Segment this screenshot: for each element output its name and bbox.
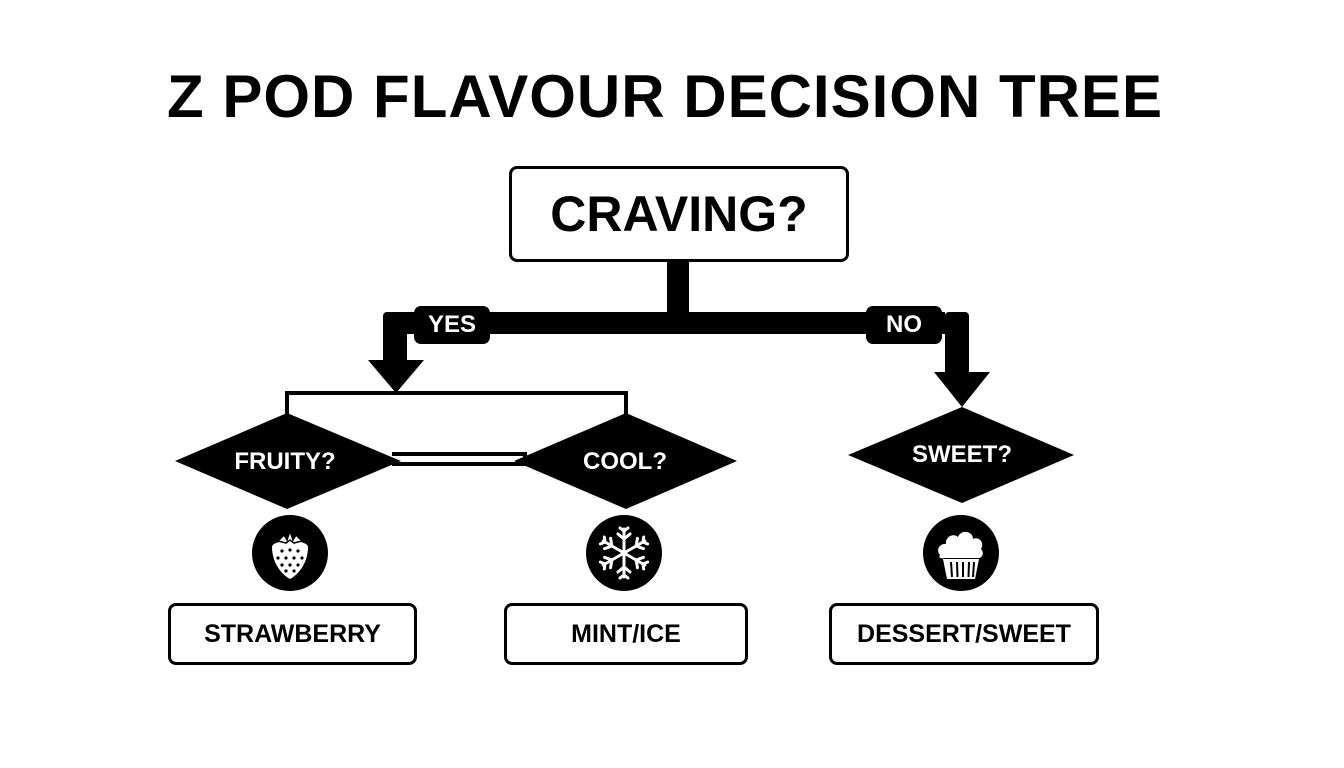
mint-ice-outcome-box: MINT/ICE [504, 603, 748, 665]
sweet-decision-diamond [848, 407, 1074, 503]
no-arrow-shaft [945, 312, 969, 376]
snowflake-icon [586, 515, 662, 591]
yes-branch-label: YES [414, 306, 490, 344]
cupcake-icon [923, 515, 999, 591]
root-trunk-line [667, 262, 689, 322]
no-arrow-head [934, 372, 990, 407]
strawberry-icon [252, 515, 328, 591]
sweet-question-label: SWEET? [912, 441, 1012, 468]
fruity-cool-connector [392, 452, 527, 466]
strawberry-outcome-box: STRAWBERRY [168, 603, 417, 665]
yes-split-bracket [285, 391, 628, 415]
yes-arrow-head [368, 360, 424, 393]
fruity-decision-diamond [175, 413, 401, 509]
page-title: Z POD FLAVOUR DECISION TREE [167, 63, 1163, 130]
dessert-sweet-outcome-box: DESSERT/SWEET [829, 603, 1099, 665]
branch-bar-line [400, 312, 945, 334]
no-branch-label: NO [866, 306, 942, 344]
yes-arrow-shaft [383, 312, 407, 364]
cool-question-label: COOL? [583, 448, 667, 475]
cool-decision-diamond [514, 413, 737, 509]
fruity-question-label: FRUITY? [234, 448, 336, 475]
root-question-box: CRAVING? [509, 166, 849, 262]
